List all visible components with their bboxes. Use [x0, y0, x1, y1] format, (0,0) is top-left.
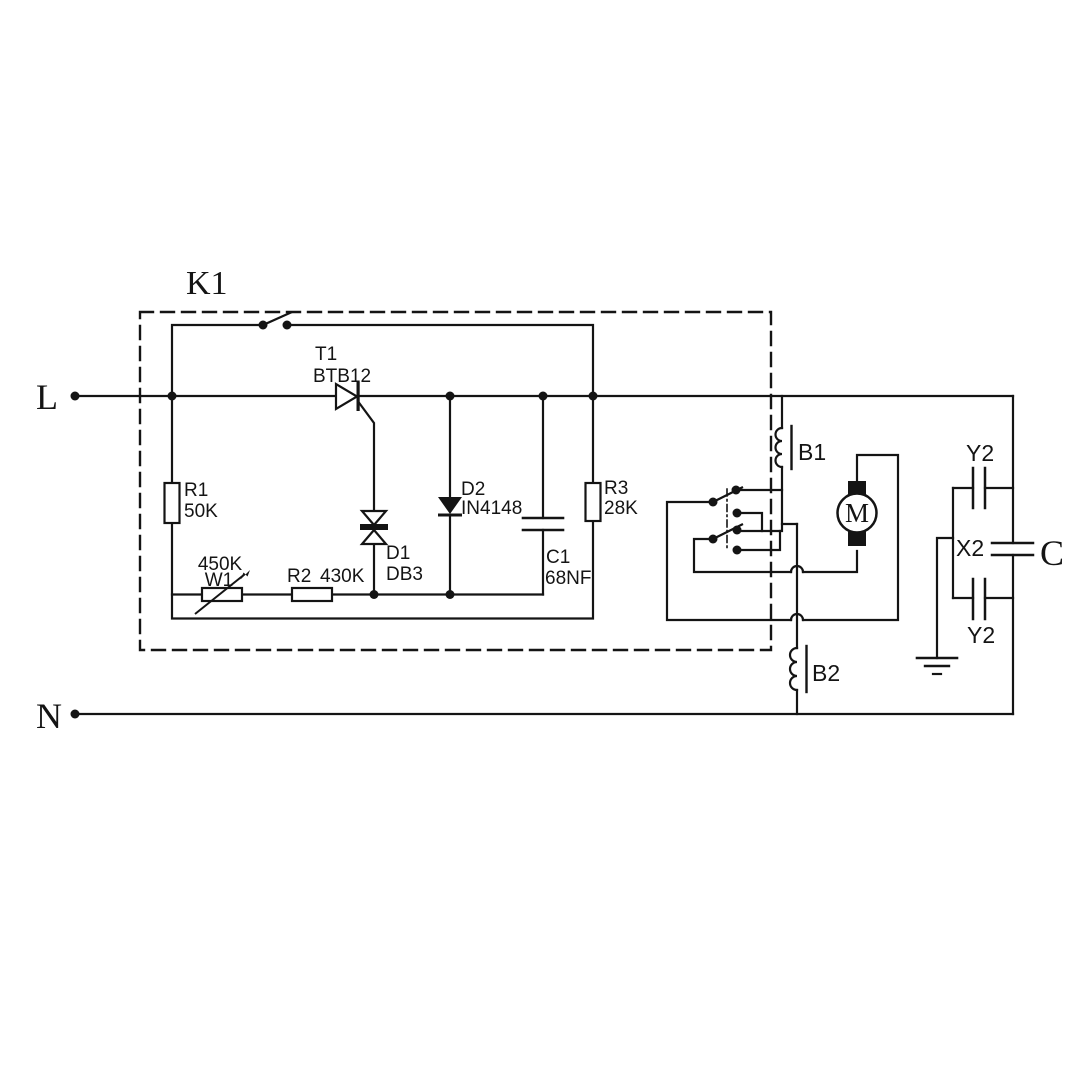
bypass-switch-contact — [258, 320, 268, 330]
b2-coil — [788, 646, 799, 692]
triac-triangle — [334, 382, 360, 411]
y2-bottom-label: Y2 — [967, 622, 995, 648]
live-terminal-label: L — [36, 377, 58, 417]
diac-lower-triangle — [359, 528, 389, 546]
c1-ref-label: C1 — [546, 547, 570, 568]
bypass-switch-blade — [261, 311, 293, 327]
y2-top-label: Y2 — [966, 440, 994, 466]
diac-center-bar — [360, 524, 388, 530]
motor-label: M — [845, 498, 869, 528]
switch-throw-d-wire — [735, 522, 784, 533]
pot-arrow-head — [240, 570, 250, 580]
triac-ref-label: T1 — [315, 344, 337, 365]
r3-value-label: 28K — [604, 498, 638, 519]
x2-label: X2 — [956, 535, 984, 561]
selector-contact-f — [732, 545, 742, 555]
diac-upper-triangle — [359, 509, 389, 527]
selector-contact-c — [732, 508, 742, 518]
w1-ref-label: W1 — [205, 570, 234, 591]
r1-value-label: 50K — [184, 501, 218, 522]
diode-d2-bar — [438, 513, 462, 517]
d1-part-label: DB3 — [386, 564, 423, 585]
triac-part-label: BTB12 — [313, 366, 371, 387]
k1-enclosure-label: K1 — [186, 265, 228, 302]
resistor-r1-body — [163, 481, 181, 525]
b1-choke-label: B1 — [798, 439, 826, 465]
triac-bar — [356, 382, 360, 411]
c1-plates — [521, 516, 565, 532]
triac-gate-wire — [356, 400, 376, 513]
potentiometer-w1-body — [200, 586, 244, 603]
control-module-box — [170, 323, 595, 620]
y2-top-plates — [971, 466, 987, 510]
junction-dot — [538, 391, 548, 401]
selector-contact-e — [708, 534, 718, 544]
c1-value-label: 68NF — [545, 568, 591, 589]
diode-d2-triangle — [438, 497, 462, 514]
selector-contact-d — [732, 525, 742, 535]
d2-part-label: IN4148 — [461, 498, 522, 519]
w1-value-label: 450K — [198, 554, 243, 575]
earth-wire — [935, 536, 955, 660]
junction-dot — [167, 391, 177, 401]
neutral-terminal-dot — [70, 709, 80, 719]
k1-dashed-enclosure — [138, 310, 773, 652]
live-terminal-dot — [70, 391, 80, 401]
b2-choke-label: B2 — [812, 660, 840, 686]
b1-coil — [774, 426, 784, 469]
switch-throw-c-wire — [735, 511, 764, 533]
r2-value-label: 430K — [320, 566, 365, 587]
switch-throw-f-wire — [735, 529, 782, 552]
junction-dot — [445, 391, 455, 401]
b1-bottom-lead — [780, 465, 799, 526]
junction-dot — [588, 391, 598, 401]
selector-contact-b — [708, 497, 718, 507]
bypass-switch-contact — [282, 320, 292, 330]
resistor-r3-body — [584, 481, 602, 523]
neutral-terminal-label: N — [36, 696, 62, 736]
junction-dot — [445, 590, 455, 599]
cap-bank-label: C — [1040, 533, 1064, 573]
y2-bottom-plates — [971, 577, 987, 621]
motor-circle — [836, 492, 878, 534]
switch-common-b-wire — [665, 453, 900, 622]
d1-ref-label: D1 — [386, 543, 410, 564]
junction-dot — [369, 590, 379, 599]
pot-arrow-shaft — [194, 573, 246, 615]
selector-contact-a — [731, 485, 741, 495]
r3-ref-label: R3 — [604, 478, 628, 499]
d2-ref-label: D2 — [461, 479, 485, 500]
r1-ref-label: R1 — [184, 480, 208, 501]
r2-ref-label: R2 — [287, 566, 311, 587]
switch-common-e-wire — [692, 537, 859, 574]
x2-plates — [990, 541, 1035, 557]
resistor-r2-body — [290, 586, 334, 603]
